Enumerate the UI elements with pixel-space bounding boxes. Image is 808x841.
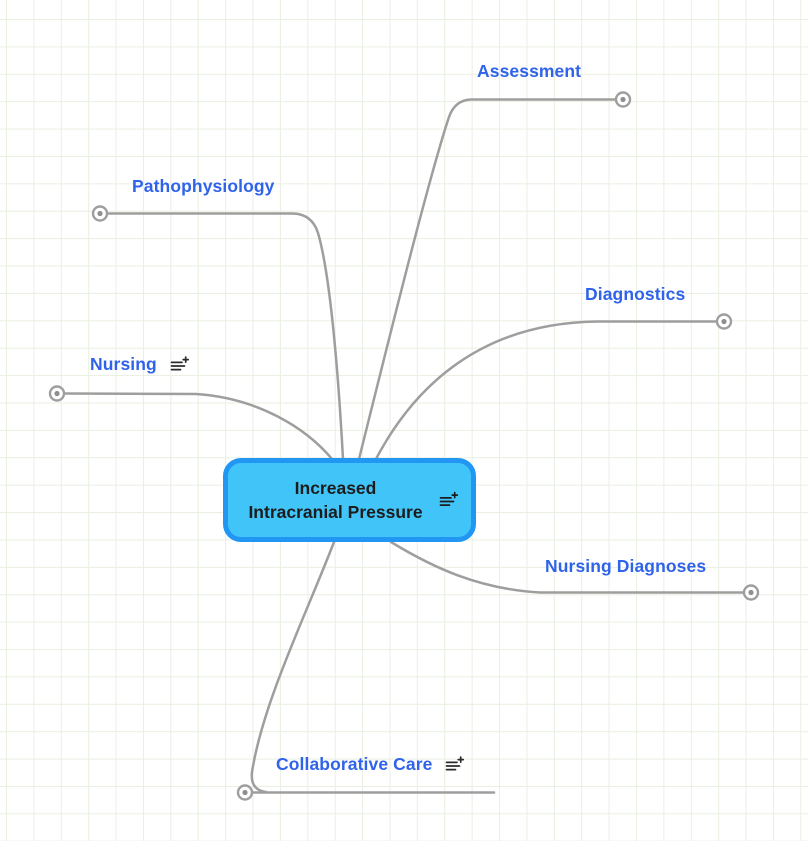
connector-nursing-diagnoses [389,540,746,594]
central-node-title-line1: Increased [294,478,377,498]
connector-collaborative-care [250,540,336,794]
connector-assessment [357,98,619,461]
branch-handle-nursing-diagnoses[interactable] [742,584,760,601]
branch-topic-assessment[interactable]: Assessment [477,61,581,82]
branch-label-text: Pathophysiology [132,176,275,196]
branch-label-text: Collaborative Care [276,754,433,774]
branch-handle-diagnostics[interactable] [715,313,733,330]
notes-add-icon[interactable] [439,491,458,509]
branch-label-text: Nursing [90,354,157,374]
branch-label-text: Assessment [477,61,582,81]
branch-topic-nursing[interactable]: Nursing [90,354,189,375]
connector-nursing [62,392,334,461]
branch-handle-nursing[interactable] [48,385,66,402]
branch-label-text: Nursing Diagnoses [545,556,707,576]
branch-topic-diagnostics[interactable]: Diagnostics [585,284,685,305]
central-node-title-line2: Intracranial Pressure [248,502,423,522]
branch-topic-collaborative-care[interactable]: Collaborative Care [276,754,465,775]
branch-handle-collaborative-care[interactable] [236,784,254,801]
notes-add-icon[interactable] [170,356,189,373]
branch-label-text: Diagnostics [585,284,686,304]
branch-handle-assessment[interactable] [614,91,632,108]
notes-add-icon[interactable] [445,756,465,773]
central-node-title: Increased Intracranial Pressure [228,476,471,524]
branch-topic-pathophysiology[interactable]: Pathophysiology [132,176,274,197]
branch-handle-pathophysiology[interactable] [91,205,109,222]
central-node[interactable]: Increased Intracranial Pressure [223,458,476,542]
connector-diagnostics [374,320,719,461]
branch-topic-nursing-diagnoses[interactable]: Nursing Diagnoses [545,556,706,577]
connector-pathophysiology [105,212,345,461]
